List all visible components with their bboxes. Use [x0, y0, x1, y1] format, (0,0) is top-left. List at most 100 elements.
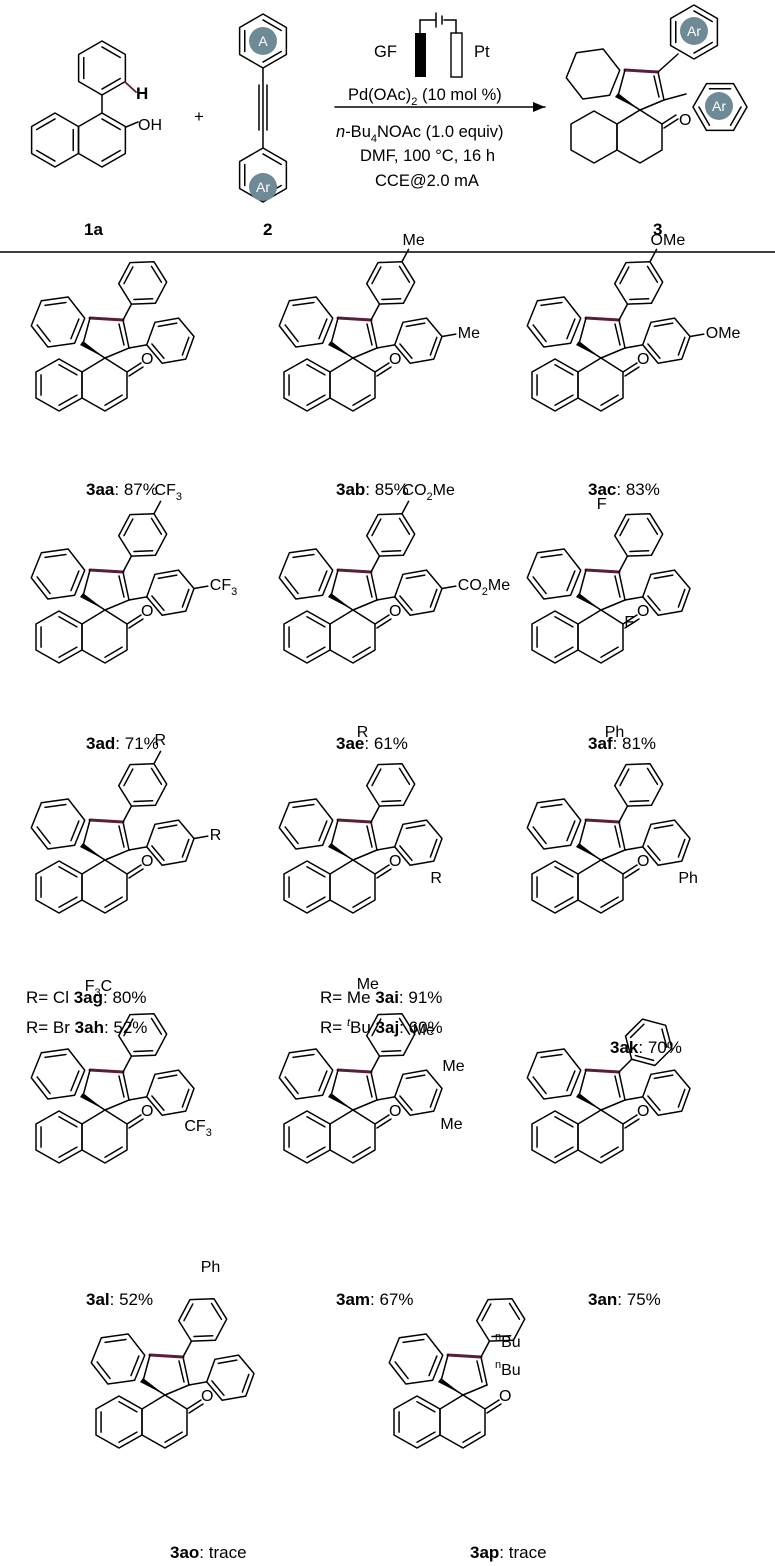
aromatic-bond — [532, 324, 547, 343]
aryl-bond — [122, 805, 133, 823]
carbonyl-bond — [374, 362, 390, 373]
aromatic-bond — [150, 1017, 163, 1036]
aromatic-bond — [157, 824, 178, 830]
compound-id: 3ao — [170, 1543, 200, 1562]
yield-value: : 91% — [398, 988, 443, 1007]
aromatic-bond — [44, 803, 67, 809]
carbonyl-bond — [663, 118, 679, 129]
aryl-side — [145, 569, 195, 617]
aryl-bond — [122, 303, 133, 321]
naphthalenone-ring — [141, 1394, 188, 1449]
aromatic-bond — [399, 1095, 413, 1112]
ring-bond — [600, 347, 626, 359]
ring-bond — [370, 1071, 378, 1101]
aromatic-bond — [306, 865, 326, 878]
naphthalenone-benzo-ring — [531, 358, 579, 412]
carbonyl-O: O — [637, 603, 650, 620]
compound-id: 3ai — [375, 988, 399, 1007]
yield-value: : 67% — [370, 1290, 414, 1309]
yield-value: : 71% — [115, 734, 159, 753]
indene-benzo-ring — [526, 798, 582, 850]
yield-label-3aa: 3aa: 87% — [86, 480, 158, 500]
aromatic-bond — [416, 1431, 436, 1444]
aryl-bond — [376, 344, 396, 349]
product-ring-top — [669, 4, 719, 60]
ring-bond — [82, 819, 91, 847]
yield-value: : trace — [199, 1543, 247, 1562]
aryl-side — [641, 569, 691, 617]
aromatic-bond — [133, 1050, 154, 1053]
alkene-bond — [352, 646, 371, 659]
aromatic-bond — [181, 588, 190, 608]
carbonyl-O: O — [637, 1103, 650, 1120]
stereo-wedge — [328, 1093, 353, 1110]
methyl-label: Me — [402, 232, 425, 250]
yield-value: : 60% — [399, 1018, 443, 1037]
aromatic-bond — [292, 553, 315, 559]
C-H-bond — [124, 81, 137, 93]
R-group-text: R= Cl — [26, 988, 74, 1007]
aromatic-bond — [36, 149, 56, 162]
aromatic-bond — [210, 1302, 223, 1321]
aromatic-bond — [402, 1338, 425, 1344]
carbonyl-bond — [661, 114, 677, 125]
aromatic-bond — [36, 1076, 51, 1095]
aromatic-bond — [118, 1431, 138, 1444]
aromatic-bond — [429, 1088, 438, 1108]
aryl-bond — [188, 1381, 208, 1386]
aromatic-bond — [554, 646, 574, 659]
aryl-bond — [128, 344, 148, 349]
aromatic-bond — [101, 149, 121, 162]
carbonyl-O: O — [389, 603, 402, 620]
methyl-label: Me — [356, 975, 379, 993]
ring-bond — [330, 317, 339, 345]
ring-bond — [618, 319, 626, 349]
ring-bond — [370, 821, 378, 851]
aromatic-bond — [58, 1146, 78, 1159]
carbonyl-O: O — [141, 1103, 154, 1120]
R-group-text: R= Me — [320, 988, 376, 1007]
yield-value: : 61% — [364, 734, 408, 753]
aromatic-bond — [44, 1053, 67, 1059]
aromatic-bond — [554, 896, 574, 909]
aromatic-bond — [405, 322, 426, 328]
ring-double-bond — [118, 323, 125, 346]
ring-double-bond — [118, 825, 125, 848]
O-bond — [125, 121, 139, 128]
ring-bond — [330, 819, 339, 847]
aromatic-bond — [381, 1050, 402, 1053]
highlight-bond — [148, 1353, 185, 1359]
trifluoromethyl-label: CF3 — [209, 577, 238, 599]
alkene-bond — [462, 1431, 481, 1444]
yield-label-3ao: 3ao: trace — [170, 1543, 247, 1563]
naphthalenone-ring — [81, 357, 128, 412]
aryl-top — [475, 1297, 526, 1342]
aromatic-bond — [646, 265, 659, 284]
aryl-side — [641, 1069, 691, 1117]
indene-benzo-ring — [526, 1048, 582, 1100]
phenyl-label: Ph — [604, 723, 625, 741]
aryl-top — [365, 1012, 416, 1057]
yield-value: : 52% — [109, 1290, 154, 1309]
aromatic-bond — [399, 343, 413, 360]
anode-label: GF — [374, 43, 397, 61]
aromatic-bond — [157, 322, 178, 328]
aromatic-bond — [371, 1018, 382, 1037]
aryl-bond — [624, 1096, 644, 1101]
carbonyl-bond — [484, 1399, 500, 1410]
compound-id: 3am — [336, 1290, 371, 1309]
aryl-top — [177, 1297, 228, 1342]
trifluoromethyl-label: CF3 — [154, 482, 182, 504]
ring-bond — [122, 821, 130, 851]
alkene-bond — [352, 394, 371, 407]
aryl-top — [365, 512, 416, 557]
aromatic-bond — [70, 570, 80, 592]
yield-label-3af: 3af: 81% — [588, 734, 656, 754]
R-label: R — [209, 827, 222, 845]
aromatic-bond — [306, 394, 326, 407]
stereo-wedge — [576, 843, 601, 860]
ring-bond — [370, 571, 378, 601]
substituent-bond — [193, 585, 209, 590]
aryl-bond — [370, 303, 381, 321]
compound-id: 3an — [588, 1290, 618, 1309]
